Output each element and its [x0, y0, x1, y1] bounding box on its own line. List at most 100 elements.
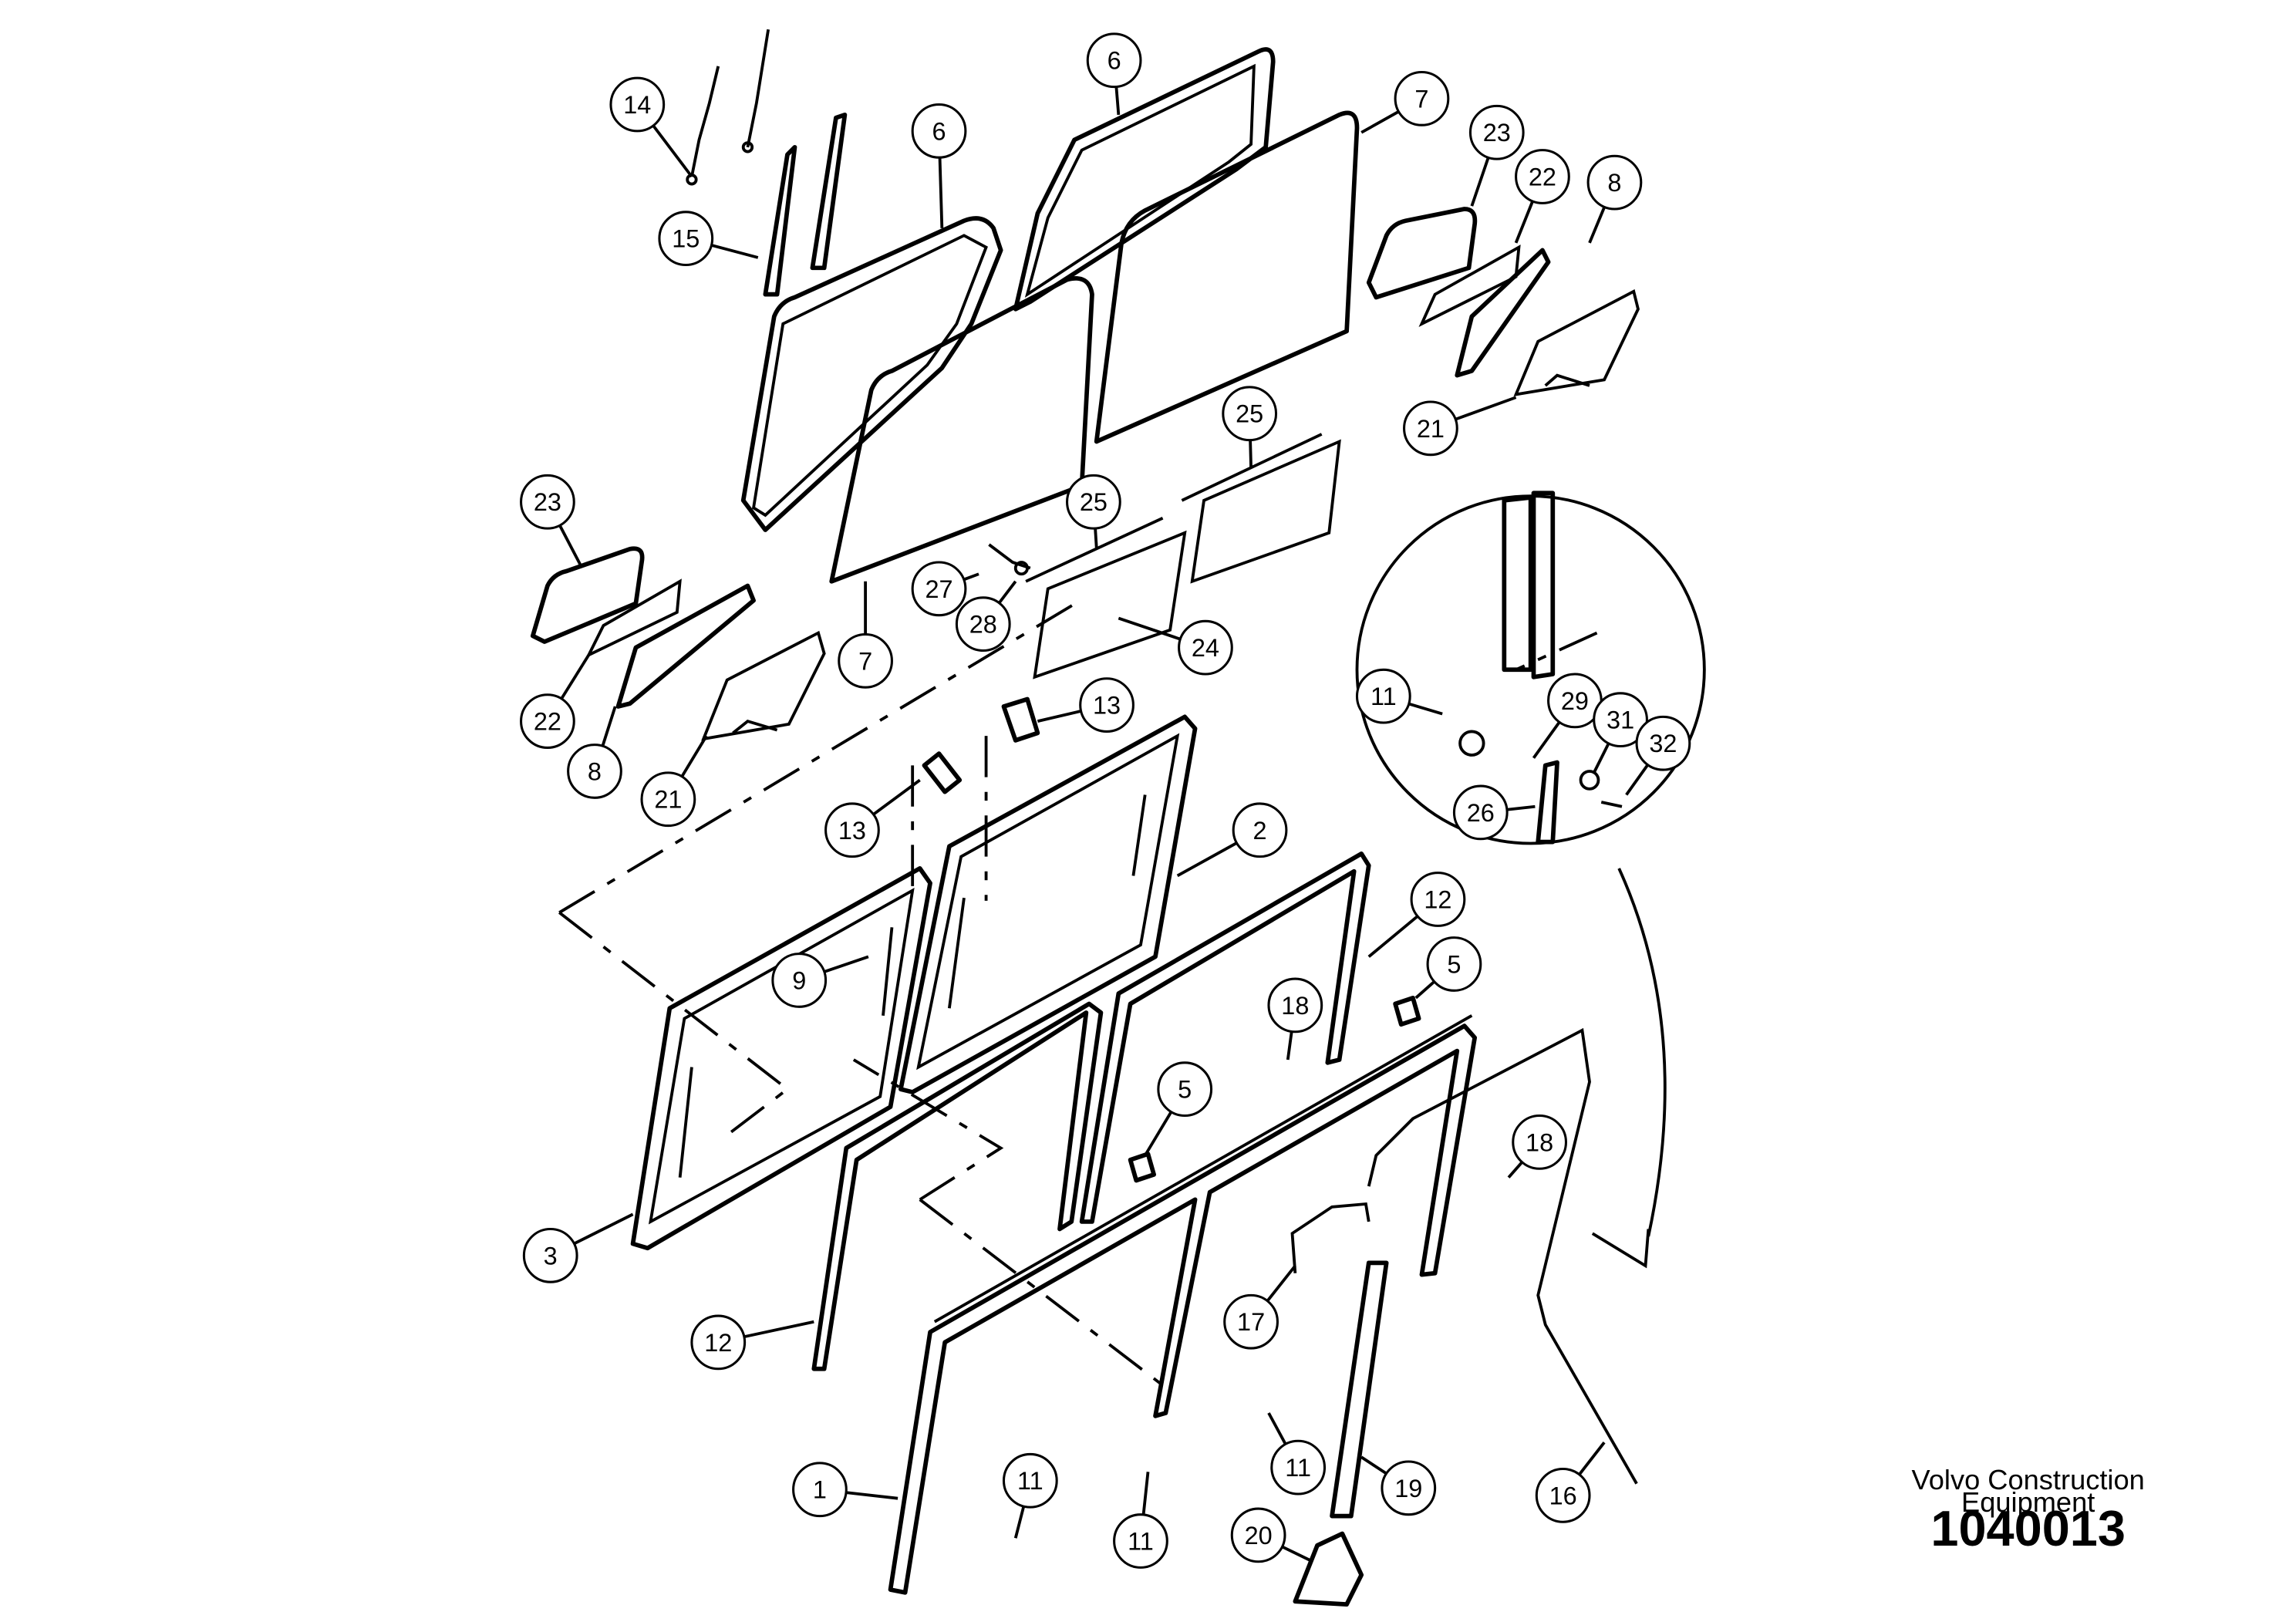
callout-circle: [1178, 619, 1233, 676]
callout-number: 11: [1371, 683, 1397, 710]
callout-number: 6: [1108, 47, 1121, 75]
callout-leader: [1249, 440, 1253, 468]
callout-leader: [1367, 915, 1419, 958]
callout-circle: [1222, 386, 1278, 442]
seal-6-right: [1013, 47, 1276, 312]
harness-14: [686, 29, 770, 186]
callout-number: 3: [544, 1242, 558, 1270]
panels-24-25: [988, 433, 1341, 679]
callout-circle: [609, 76, 666, 133]
callout-circle: [640, 771, 696, 828]
callout-circle: [1157, 1061, 1213, 1118]
callout-number: 21: [654, 786, 682, 814]
callout-number: 22: [1529, 163, 1556, 191]
callout-leader: [824, 955, 869, 973]
callout-number: 19: [1394, 1475, 1422, 1502]
callout-leader: [560, 654, 590, 700]
callout-number: 20: [1245, 1522, 1273, 1549]
callout-circle: [1512, 1114, 1567, 1170]
glass-7-right: [1094, 110, 1360, 444]
brand-line-2: Equipment: [1961, 1486, 2095, 1518]
detail-circle: [1355, 491, 1706, 845]
callout-circle: [1586, 154, 1643, 211]
callout-number: 25: [1236, 400, 1263, 428]
callout-leader: [601, 706, 617, 747]
callout-circle: [1394, 70, 1450, 126]
callout-circle: [838, 632, 893, 689]
callout-circle: [520, 474, 575, 530]
callout-leader: [1281, 1545, 1311, 1562]
callout-circle: [911, 561, 967, 617]
callout-circle: [520, 693, 575, 749]
callout-circle: [1426, 936, 1482, 992]
callout-number: 8: [588, 757, 602, 785]
callout-leader: [938, 157, 944, 228]
callout-leader: [1578, 1442, 1606, 1475]
callout-number: 12: [1424, 885, 1451, 913]
callout-leader: [1141, 1472, 1150, 1516]
callout-circle: [1232, 802, 1288, 858]
callout-leader: [1176, 841, 1238, 878]
callout-number: 18: [1526, 1128, 1553, 1156]
frame-1: [888, 1014, 1478, 1595]
callout-leader: [845, 1491, 899, 1500]
callout-leader: [1013, 1506, 1026, 1539]
callout-circle: [1267, 977, 1323, 1034]
callout-number: 7: [1414, 85, 1428, 113]
callout-leader: [1507, 1161, 1523, 1179]
brand-line-1: Volvo Construction: [1912, 1464, 2145, 1496]
callout-number: 22: [534, 708, 561, 736]
misc-parts: [922, 696, 1667, 1607]
callout-circle: [1002, 1452, 1058, 1509]
callout-leader: [743, 1320, 814, 1339]
callout-leader: [1037, 710, 1082, 723]
callout-leader: [1470, 157, 1490, 207]
callout-number: 29: [1561, 687, 1589, 715]
callout-circle: [1079, 677, 1135, 733]
callout-number: 24: [1192, 634, 1219, 662]
callout-leader: [1094, 528, 1098, 548]
callout-number: 5: [1447, 950, 1461, 978]
callout-circle: [1635, 715, 1691, 771]
callout-leader: [1455, 396, 1517, 421]
callout-number: 1: [813, 1476, 827, 1504]
callout-leader: [1266, 1264, 1296, 1302]
callout-leader: [1144, 1111, 1173, 1157]
callout-number: 13: [838, 817, 866, 845]
callout-leader: [1506, 804, 1536, 811]
callout-number: 18: [1281, 992, 1309, 1020]
door-frame-2: [899, 714, 1198, 1094]
glass-7-left: [829, 276, 1094, 584]
callout-number: 9: [792, 966, 806, 994]
callout-leader: [1414, 980, 1435, 1000]
callout-number: 25: [1080, 488, 1108, 516]
callout-number: 23: [1483, 119, 1511, 147]
callout-leader: [1267, 1412, 1287, 1445]
door-frame-3: [630, 866, 932, 1251]
callout-circle: [690, 1314, 747, 1371]
callout-leader: [1625, 764, 1650, 796]
callout-circle: [1593, 692, 1648, 748]
door-seal-12: [811, 851, 1371, 1371]
callout-number: 15: [672, 225, 700, 253]
callout-circle: [1410, 872, 1466, 927]
callout-circle: [1468, 104, 1525, 160]
callout-number: 27: [925, 575, 952, 603]
callout-leader: [558, 524, 583, 568]
callout-leader: [1514, 201, 1534, 244]
callout-leader: [1118, 616, 1182, 641]
callout-number: 12: [704, 1329, 732, 1357]
wipers-15: [763, 112, 848, 297]
callout-number: 16: [1549, 1482, 1577, 1509]
callout-circle: [1223, 1293, 1279, 1350]
side-window-left: [530, 546, 826, 741]
callout-number: 32: [1649, 730, 1677, 757]
callout-circle: [567, 744, 622, 799]
callout-number: 13: [1093, 692, 1121, 720]
callout-circle: [1381, 1460, 1437, 1516]
callout-leader: [1408, 702, 1443, 716]
callout-circle: [1270, 1439, 1327, 1496]
callout-circle: [1066, 474, 1121, 530]
